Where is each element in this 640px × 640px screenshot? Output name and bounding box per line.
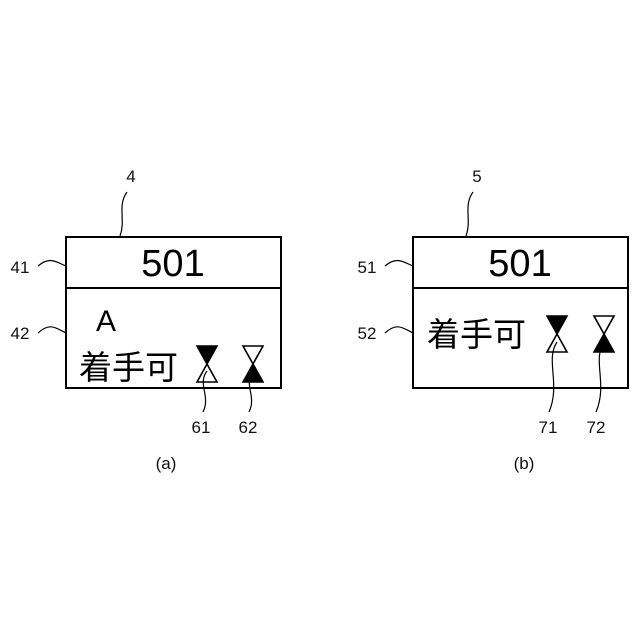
card-b-status-text: 着手可 bbox=[427, 315, 526, 354]
ref-51: 51 bbox=[358, 258, 377, 277]
hourglass-bottom-filled-icon bbox=[243, 346, 263, 382]
caption-a: (a) bbox=[156, 454, 177, 473]
leader-52 bbox=[385, 327, 413, 333]
card-a-status-text: 着手可 bbox=[79, 348, 178, 387]
ref-5: 5 bbox=[472, 167, 481, 186]
caption-b: (b) bbox=[514, 454, 535, 473]
leader-5 bbox=[466, 192, 473, 236]
hourglass-top-filled-icon bbox=[197, 346, 217, 382]
ref-41: 41 bbox=[11, 258, 30, 277]
ref-52: 52 bbox=[358, 324, 377, 343]
hourglass-bottom-filled-icon bbox=[594, 316, 614, 352]
leader-42 bbox=[38, 327, 66, 333]
figure-b: 5 501 51 52 着手可 71 72 (b) bbox=[358, 167, 628, 473]
card-a-letter: A bbox=[96, 305, 116, 338]
ref-71: 71 bbox=[539, 418, 558, 437]
leader-51 bbox=[385, 261, 413, 266]
ref-61: 61 bbox=[192, 418, 211, 437]
card-a-header-number: 501 bbox=[141, 243, 204, 285]
hourglass-top-filled-icon bbox=[547, 316, 567, 352]
card-b-header-number: 501 bbox=[488, 243, 551, 285]
ref-4: 4 bbox=[126, 167, 135, 186]
ref-62: 62 bbox=[239, 418, 258, 437]
figure-a: 4 501 41 42 A 着手可 61 62 (a bbox=[11, 167, 281, 473]
ref-42: 42 bbox=[11, 324, 30, 343]
ref-72: 72 bbox=[587, 418, 606, 437]
leader-4 bbox=[120, 192, 127, 236]
leader-41 bbox=[38, 261, 66, 266]
